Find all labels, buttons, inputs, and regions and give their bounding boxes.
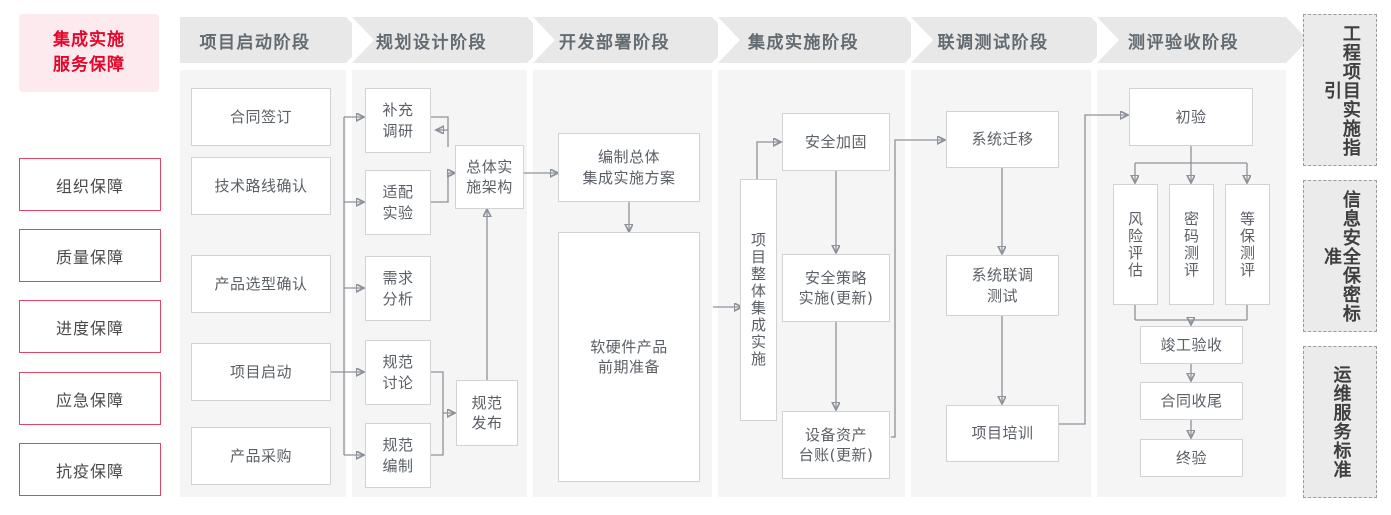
phase-header-6[interactable]: 测评验收阶段 — [1097, 17, 1308, 63]
node-spec-discussion[interactable]: 规范 讨论 — [365, 340, 431, 405]
phase-header-label-3: 开发部署阶段 — [559, 32, 670, 53]
node-overall-impl-architecture[interactable]: 总体实 施架构 — [455, 145, 524, 209]
node-system-migration[interactable]: 系统迁移 — [946, 111, 1059, 168]
standard-label-0: 工程项目实施指引 — [1321, 23, 1361, 157]
guarantee-item-4[interactable]: 抗疫保障 — [19, 443, 161, 496]
chevron-notch-icon — [718, 17, 740, 63]
node-product-procurement[interactable]: 产品采购 — [191, 427, 331, 485]
node-compile-overall-plan[interactable]: 编制总体 集成实施方案 — [558, 133, 700, 202]
phase-header-label-2: 规划设计阶段 — [376, 32, 487, 53]
phase-header-1[interactable]: 项目启动阶段 — [180, 17, 368, 63]
phase-header-4[interactable]: 集成实施阶段 — [718, 17, 927, 63]
node-overall-integration[interactable]: 项目整体集成实施 — [740, 179, 777, 421]
node-mlps-evaluation[interactable]: 等保测评 — [1225, 184, 1270, 305]
standard-label-1: 信息安全保密标准 — [1321, 189, 1361, 323]
chevron-notch-icon — [352, 17, 374, 63]
node-requirement-analysis[interactable]: 需求 分析 — [365, 256, 431, 321]
diagram-title-line1: 集成实施 — [53, 30, 125, 51]
chevron-notch-icon — [533, 17, 555, 63]
node-adaptation-experiment[interactable]: 适配 实验 — [365, 170, 431, 235]
node-completion-acceptance[interactable]: 竣工验收 — [1140, 326, 1243, 364]
node-contract-signing[interactable]: 合同签订 — [191, 88, 331, 146]
node-initial-acceptance[interactable]: 初验 — [1129, 88, 1253, 146]
guarantee-item-2[interactable]: 进度保障 — [19, 300, 161, 353]
standard-box-1[interactable]: 信息安全保密标准 — [1303, 180, 1377, 332]
phase-header-label-5: 联调测试阶段 — [937, 32, 1049, 53]
phase-header-label-6: 测评验收阶段 — [1128, 32, 1239, 53]
node-contract-closure[interactable]: 合同收尾 — [1140, 382, 1243, 420]
node-security-policy-impl[interactable]: 安全策略 实施(更新) — [782, 254, 890, 322]
guarantee-item-1[interactable]: 质量保障 — [19, 229, 161, 282]
guarantee-item-3[interactable]: 应急保障 — [19, 372, 161, 425]
node-project-training[interactable]: 项目培训 — [946, 405, 1059, 462]
node-supplementary-research[interactable]: 补充 调研 — [365, 88, 431, 153]
chevron-tip-icon — [1286, 17, 1308, 63]
node-product-selection-confirm[interactable]: 产品选型确认 — [191, 255, 331, 313]
diagram-title: 集成实施 服务保障 — [19, 14, 159, 92]
phase-header-label-1: 项目启动阶段 — [199, 32, 311, 53]
node-spec-release[interactable]: 规范 发布 — [456, 380, 518, 446]
node-crypto-evaluation[interactable]: 密码测评 — [1169, 184, 1214, 305]
standard-box-2[interactable]: 运维服务标准 — [1303, 346, 1377, 498]
phase-header-2[interactable]: 规划设计阶段 — [352, 17, 549, 63]
node-final-acceptance[interactable]: 终验 — [1140, 439, 1243, 477]
standard-box-0[interactable]: 工程项目实施指引 — [1303, 14, 1377, 166]
standard-label-2: 运维服务标准 — [1330, 365, 1352, 479]
chevron-notch-icon — [911, 17, 933, 63]
diagram-title-line2: 服务保障 — [53, 55, 125, 75]
node-asset-ledger-update[interactable]: 设备资产 台账(更新) — [782, 411, 890, 479]
node-project-kickoff[interactable]: 项目启动 — [191, 343, 331, 401]
node-spec-drafting[interactable]: 规范 编制 — [365, 423, 431, 488]
node-system-joint-test[interactable]: 系统联调 测试 — [946, 255, 1059, 316]
phase-header-3[interactable]: 开发部署阶段 — [533, 17, 734, 63]
phase-header-label-4: 集成实施阶段 — [748, 32, 859, 53]
node-hw-sw-preparation[interactable]: 软硬件产品 前期准备 — [558, 232, 700, 482]
node-security-hardening[interactable]: 安全加固 — [782, 113, 890, 171]
phase-header-5[interactable]: 联调测试阶段 — [911, 17, 1113, 63]
guarantee-item-0[interactable]: 组织保障 — [19, 158, 161, 211]
node-tech-route-confirm[interactable]: 技术路线确认 — [191, 157, 331, 215]
node-risk-assessment[interactable]: 风险评估 — [1113, 184, 1158, 305]
chevron-notch-icon — [1097, 17, 1119, 63]
